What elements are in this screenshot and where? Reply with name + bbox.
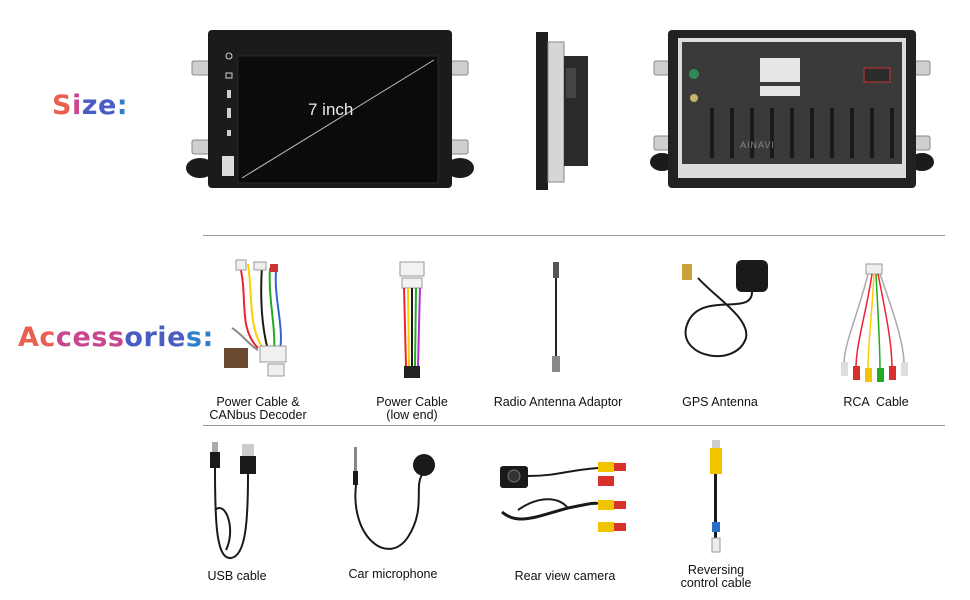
accessories-label-char: : (202, 322, 214, 353)
accessories-label-char: r (143, 322, 158, 353)
accessories-section-label: Accessories: (18, 322, 214, 353)
size-label-char: S (52, 90, 72, 121)
accessory-rear-view-camera (498, 456, 634, 540)
size-label-char: i (71, 90, 82, 121)
accessory-power-cable-canbus (218, 258, 298, 383)
caption-line1: Reversing (687, 563, 745, 577)
caption-gps-antenna: GPS Antenna (670, 396, 770, 409)
caption-line1: Radio Antenna Adaptor (493, 395, 623, 409)
caption-line1: USB cable (207, 569, 267, 583)
caption-radio-antenna-adaptor: Radio Antenna Adaptor (488, 396, 628, 409)
caption-line1: Power Cable & (216, 395, 300, 409)
caption-rear-view-camera: Rear view camera (505, 570, 625, 583)
size-label-char: e (97, 90, 117, 121)
accessories-label-char: s (91, 322, 108, 353)
accessories-label-char: s (185, 322, 203, 353)
caption-line1: GPS Antenna (682, 395, 758, 409)
caption-rca-cable: RCA Cable (826, 396, 926, 409)
rear-brand-label: AINAVI (740, 140, 775, 150)
accessory-gps-antenna (676, 258, 776, 368)
caption-usb-cable: USB cable (187, 570, 287, 583)
accessories-label-char: c (55, 322, 73, 353)
accessories-label-char: e (167, 322, 186, 353)
caption-line1: Rear view camera (514, 569, 616, 583)
device-side-view (530, 28, 592, 193)
divider-top (203, 235, 945, 236)
caption-car-microphone: Car microphone (343, 568, 443, 581)
device-rear-view: AINAVI (650, 28, 934, 193)
caption-line2: CANbus Decoder (209, 408, 307, 422)
accessories-label-char: s (107, 322, 125, 353)
accessory-usb-cable (206, 440, 262, 565)
accessory-power-cable-low-end (392, 258, 432, 383)
caption-line1: Power Cable (376, 395, 448, 409)
caption-line2: (low end) (386, 408, 438, 422)
size-label-char: : (116, 90, 129, 121)
accessory-rca-cable (838, 263, 910, 382)
caption-line1: Car microphone (348, 567, 438, 581)
caption-line2: control cable (680, 576, 752, 590)
caption-line1: RCA Cable (843, 395, 909, 409)
accessory-radio-antenna-adaptor (544, 262, 570, 377)
accessories-label-char: i (157, 322, 168, 353)
caption-power-cable-low-end: Power Cable (low end) (362, 396, 462, 422)
caption-reversing-control-cable: Reversing control cable (666, 564, 766, 590)
accessory-reversing-control-cable (704, 440, 728, 558)
screen-size-label: 7 inch (308, 100, 354, 119)
accessories-label-char: e (72, 322, 92, 353)
accessories-label-char: A (18, 322, 40, 353)
accessories-label-char: c (39, 322, 56, 353)
device-front-view: 7 inch (186, 28, 474, 190)
caption-power-cable-canbus: Power Cable & CANbus Decoder (208, 396, 308, 422)
size-section-label: Size: (52, 90, 128, 121)
divider-middle (203, 425, 945, 426)
size-label-char: z (81, 90, 98, 121)
accessories-label-char: o (124, 322, 144, 353)
accessory-car-microphone (348, 447, 438, 559)
